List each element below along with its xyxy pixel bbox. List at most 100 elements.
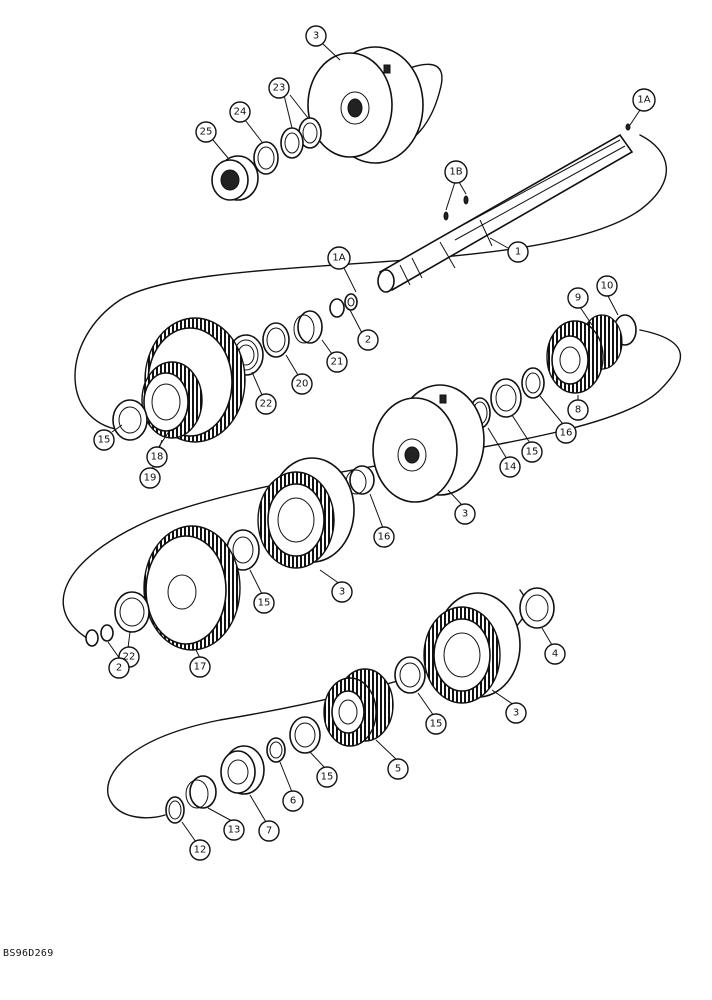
callout-25: 25 (195, 121, 217, 143)
clutch-pack-mid (372, 384, 485, 503)
svg-text:3: 3 (462, 509, 468, 520)
gear-18-19 (141, 317, 246, 443)
callout-12: 12 (189, 839, 211, 861)
clutch-pack-mid2 (257, 457, 355, 569)
svg-text:1A: 1A (332, 253, 345, 264)
bearing-22-low (114, 591, 150, 633)
callout-2-top: 2 (357, 329, 379, 351)
gear-8-9-10 (546, 314, 637, 394)
bearing-15-e (289, 716, 321, 754)
callout-3-mid2: 3 (331, 581, 353, 603)
ring-20 (262, 322, 290, 358)
bearing-15-b (490, 378, 522, 418)
callout-15-c: 15 (253, 592, 275, 614)
callout-16-a: 16 (555, 422, 577, 444)
callout-21: 21 (326, 351, 348, 373)
callout-7: 7 (258, 820, 280, 842)
sleeve-21 (293, 310, 323, 344)
svg-text:16: 16 (378, 532, 391, 543)
gear-17 (143, 525, 241, 651)
svg-text:15: 15 (258, 598, 271, 609)
svg-text:21: 21 (331, 357, 344, 368)
svg-text:1: 1 (515, 247, 521, 258)
callout-14: 14 (499, 456, 521, 478)
svg-text:22: 22 (260, 399, 273, 410)
svg-text:15: 15 (98, 435, 111, 446)
svg-text:24: 24 (234, 107, 247, 118)
svg-text:2: 2 (365, 335, 371, 346)
sleeve-13 (185, 775, 217, 809)
svg-text:15: 15 (526, 447, 539, 458)
clutch-pack-top (307, 46, 424, 164)
callout-15-e: 15 (316, 766, 338, 788)
callout-1a-mid: 1A (327, 246, 351, 270)
svg-text:25: 25 (200, 127, 213, 138)
svg-text:1A: 1A (637, 95, 650, 106)
callout-23: 23 (268, 77, 290, 99)
svg-text:9: 9 (575, 293, 581, 304)
callout-2-low: 2 (108, 657, 130, 679)
callout-22-top: 22 (255, 393, 277, 415)
svg-text:6: 6 (290, 796, 296, 807)
callout-8: 8 (567, 399, 589, 421)
figure-code: BS96D269 (3, 948, 54, 959)
svg-text:23: 23 (273, 83, 286, 94)
snap-ring-12 (165, 796, 185, 824)
svg-text:13: 13 (228, 825, 241, 836)
callout-3-mid: 3 (454, 503, 476, 525)
gear-5 (323, 668, 394, 747)
svg-text:22: 22 (123, 652, 136, 663)
callout-19: 19 (139, 467, 161, 489)
ring-6 (266, 737, 286, 763)
callout-17: 17 (189, 656, 211, 678)
callout-9: 9 (567, 287, 589, 309)
svg-text:3: 3 (313, 31, 319, 42)
svg-text:18: 18 (151, 452, 164, 463)
bearing-15-d (394, 656, 426, 694)
callout-15-a: 15 (93, 429, 115, 451)
ring-23-pair (280, 117, 322, 159)
callout-4: 4 (544, 643, 566, 665)
bearing-25 (211, 155, 259, 201)
clutch-pack-low (423, 592, 521, 704)
svg-text:15: 15 (321, 772, 334, 783)
callout-15-d: 15 (425, 713, 447, 735)
svg-text:14: 14 (504, 462, 517, 473)
svg-text:4: 4 (552, 649, 558, 660)
ring-16-a (521, 367, 545, 399)
callout-24: 24 (229, 101, 251, 123)
callout-6: 6 (282, 790, 304, 812)
svg-text:3: 3 (513, 708, 519, 719)
ring-24 (253, 141, 279, 175)
svg-text:2: 2 (116, 663, 122, 674)
callout-18: 18 (146, 446, 168, 468)
callout-5: 5 (387, 758, 409, 780)
svg-text:16: 16 (560, 428, 573, 439)
callout-1a-top: 1A (632, 88, 656, 112)
svg-text:20: 20 (296, 379, 309, 390)
svg-text:7: 7 (266, 826, 272, 837)
bearing-15-a (112, 399, 148, 441)
svg-text:17: 17 (194, 662, 207, 673)
callout-1b: 1B (444, 160, 468, 184)
callout-16-b: 16 (373, 526, 395, 548)
bearing-7 (220, 745, 265, 795)
shaft-1 (377, 123, 634, 293)
callout-1: 1 (507, 241, 529, 263)
callout-20: 20 (291, 373, 313, 395)
callout-13: 13 (223, 819, 245, 841)
washer-2-top (329, 293, 358, 318)
callout-3-top: 3 (305, 25, 327, 47)
svg-text:12: 12 (194, 845, 207, 856)
sleeve-16-b (345, 465, 375, 495)
svg-text:3: 3 (339, 587, 345, 598)
washer-2-low (85, 624, 114, 647)
svg-text:19: 19 (144, 473, 157, 484)
bearing-4 (519, 587, 555, 629)
svg-text:8: 8 (575, 405, 581, 416)
callout-3-low: 3 (505, 702, 527, 724)
svg-text:5: 5 (395, 764, 401, 775)
svg-text:15: 15 (430, 719, 443, 730)
callout-10: 10 (596, 275, 618, 297)
